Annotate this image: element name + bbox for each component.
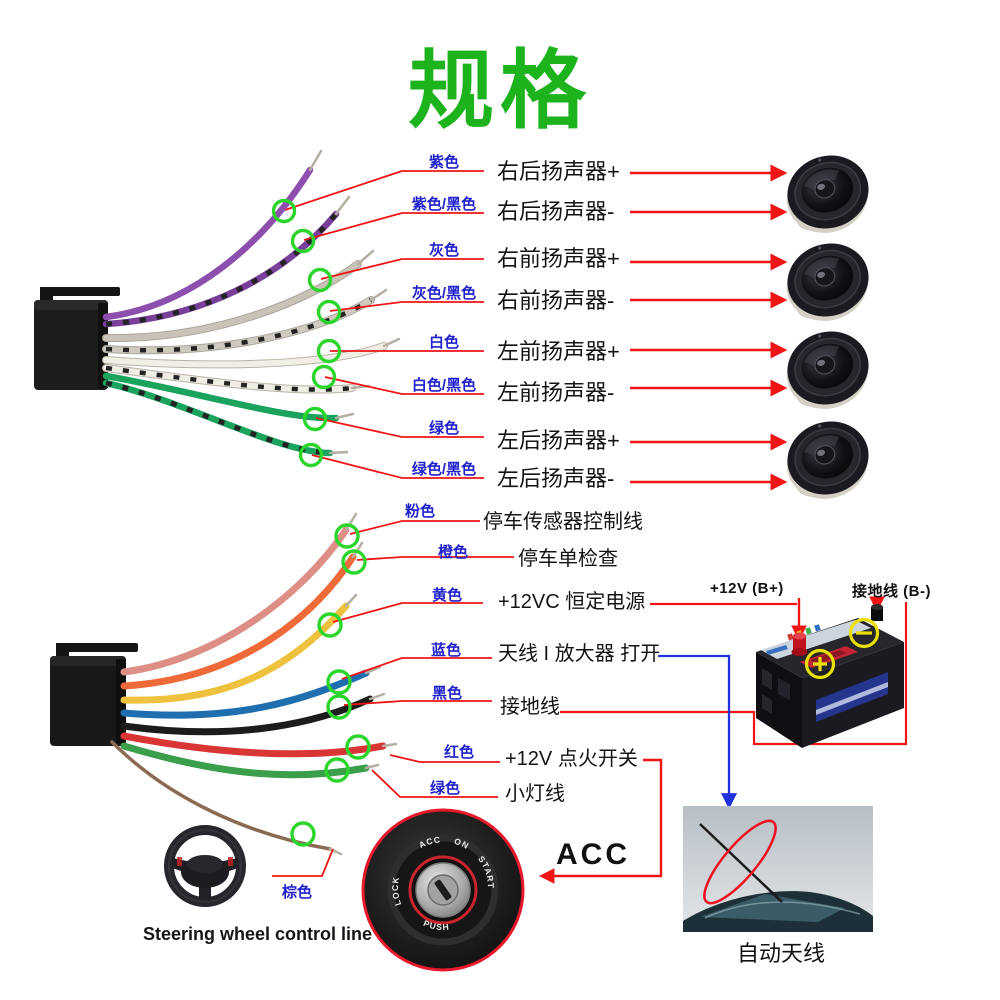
steering-caption: Steering wheel control line (143, 924, 373, 944)
wire-function-label: 小灯线 (505, 783, 565, 805)
wire-pink (120, 526, 350, 676)
top-harness-connector (34, 287, 120, 390)
annotation-lines (272, 170, 514, 877)
wire-color-label: 橙色 (437, 544, 468, 561)
antenna-mast (699, 823, 783, 903)
wire-function-label: 左后扬声器+ (497, 428, 620, 453)
battery-positive-terminal (793, 636, 806, 652)
wire-function-label: +12VC 恒定电源 (498, 591, 646, 613)
battery-negative-terminal (871, 607, 883, 621)
wire-color-label: 灰色/黑色 (411, 285, 477, 302)
wire-function-label: 右前扬声器+ (497, 246, 620, 271)
wire-function-label: 停车单检查 (518, 548, 618, 570)
wire-function-label: 天线 I 放大器 打开 (498, 643, 661, 665)
wire-green-black (102, 379, 334, 457)
wire-tip-circles (271, 198, 371, 847)
wire-bare-tips (328, 512, 398, 856)
battery-negative-label: 接地线 (B-) (852, 583, 931, 600)
acc-route-line (538, 758, 663, 884)
wire-white (103, 343, 387, 368)
wire-stripe (105, 212, 338, 327)
ground-route-line (560, 602, 908, 746)
battery-positive-label: +12V (B+) (710, 580, 784, 597)
wire-color-label: 灰色 (428, 242, 459, 259)
steering-wheel-illustration (164, 825, 246, 907)
wire-color-label: 黑色 (431, 685, 462, 702)
power-wires (110, 512, 398, 856)
wire-function-label: +12V 点火开关 (505, 748, 638, 770)
wire-function-label: 左前扬声器- (497, 380, 615, 405)
wire-color-label: 绿色 (429, 780, 460, 797)
wire-color-label: 红色 (443, 744, 474, 761)
wire-color-label: 紫色/黑色 (411, 196, 477, 213)
minus-mark-icon (848, 617, 880, 649)
antenna-route-line (658, 654, 738, 810)
wire-color-label: 黄色 (431, 587, 462, 604)
bottom-harness-connector (50, 643, 138, 746)
wire-color-label: 白色 (428, 334, 459, 351)
plus-mark-icon (804, 648, 836, 680)
wire-function-label: 左后扬声器- (497, 466, 615, 491)
antenna-photo-illustration (683, 806, 873, 932)
wire-stripe (105, 365, 353, 392)
wire-red (120, 732, 387, 758)
speaker-wires (102, 149, 401, 457)
wire-color-label: 棕色 (281, 884, 312, 901)
speaker-arrows (630, 164, 788, 491)
wire-yellow (120, 602, 350, 704)
antenna-caption: 自动天线 (737, 941, 826, 966)
wire-brown (110, 740, 332, 851)
wire-green (102, 372, 340, 422)
wire-function-label: 右后扬声器+ (497, 159, 620, 184)
acc-label: ACC (556, 838, 630, 871)
wire-color-label: 白色/黑色 (411, 377, 477, 394)
terminal-polarity-marks (804, 617, 880, 680)
page-title: 规格 (408, 43, 592, 139)
wire-function-label: 右后扬声器- (497, 199, 615, 224)
wire-color-label: 紫色 (428, 154, 459, 171)
wire-green-lamp (120, 742, 370, 779)
wire-function-label: 停车传感器控制线 (483, 511, 643, 533)
wire-function-label: 右前扬声器- (497, 288, 615, 313)
wire-purple (102, 166, 314, 321)
wire-color-label: 绿色/黑色 (411, 461, 477, 478)
wire-function-label: 接地线 (500, 696, 560, 718)
wire-color-label: 蓝色 (430, 642, 461, 659)
wire-blue (120, 669, 370, 719)
antenna-highlight-circle (703, 819, 777, 905)
connection-routes (538, 596, 908, 884)
wire-orange (120, 553, 357, 690)
ignition-switch-illustration: LOCK ACC ON START PUSH (361, 808, 525, 972)
wire-bare-tips (308, 149, 401, 455)
wire-stripe (105, 298, 373, 353)
wire-gray (103, 261, 361, 342)
keyhole-icon (434, 879, 452, 901)
battery-illustration (756, 604, 904, 748)
wire-function-label: 左前扬声器+ (497, 339, 620, 364)
wire-color-label: 粉色 (404, 503, 435, 520)
wire-color-label: 绿色 (428, 420, 459, 437)
